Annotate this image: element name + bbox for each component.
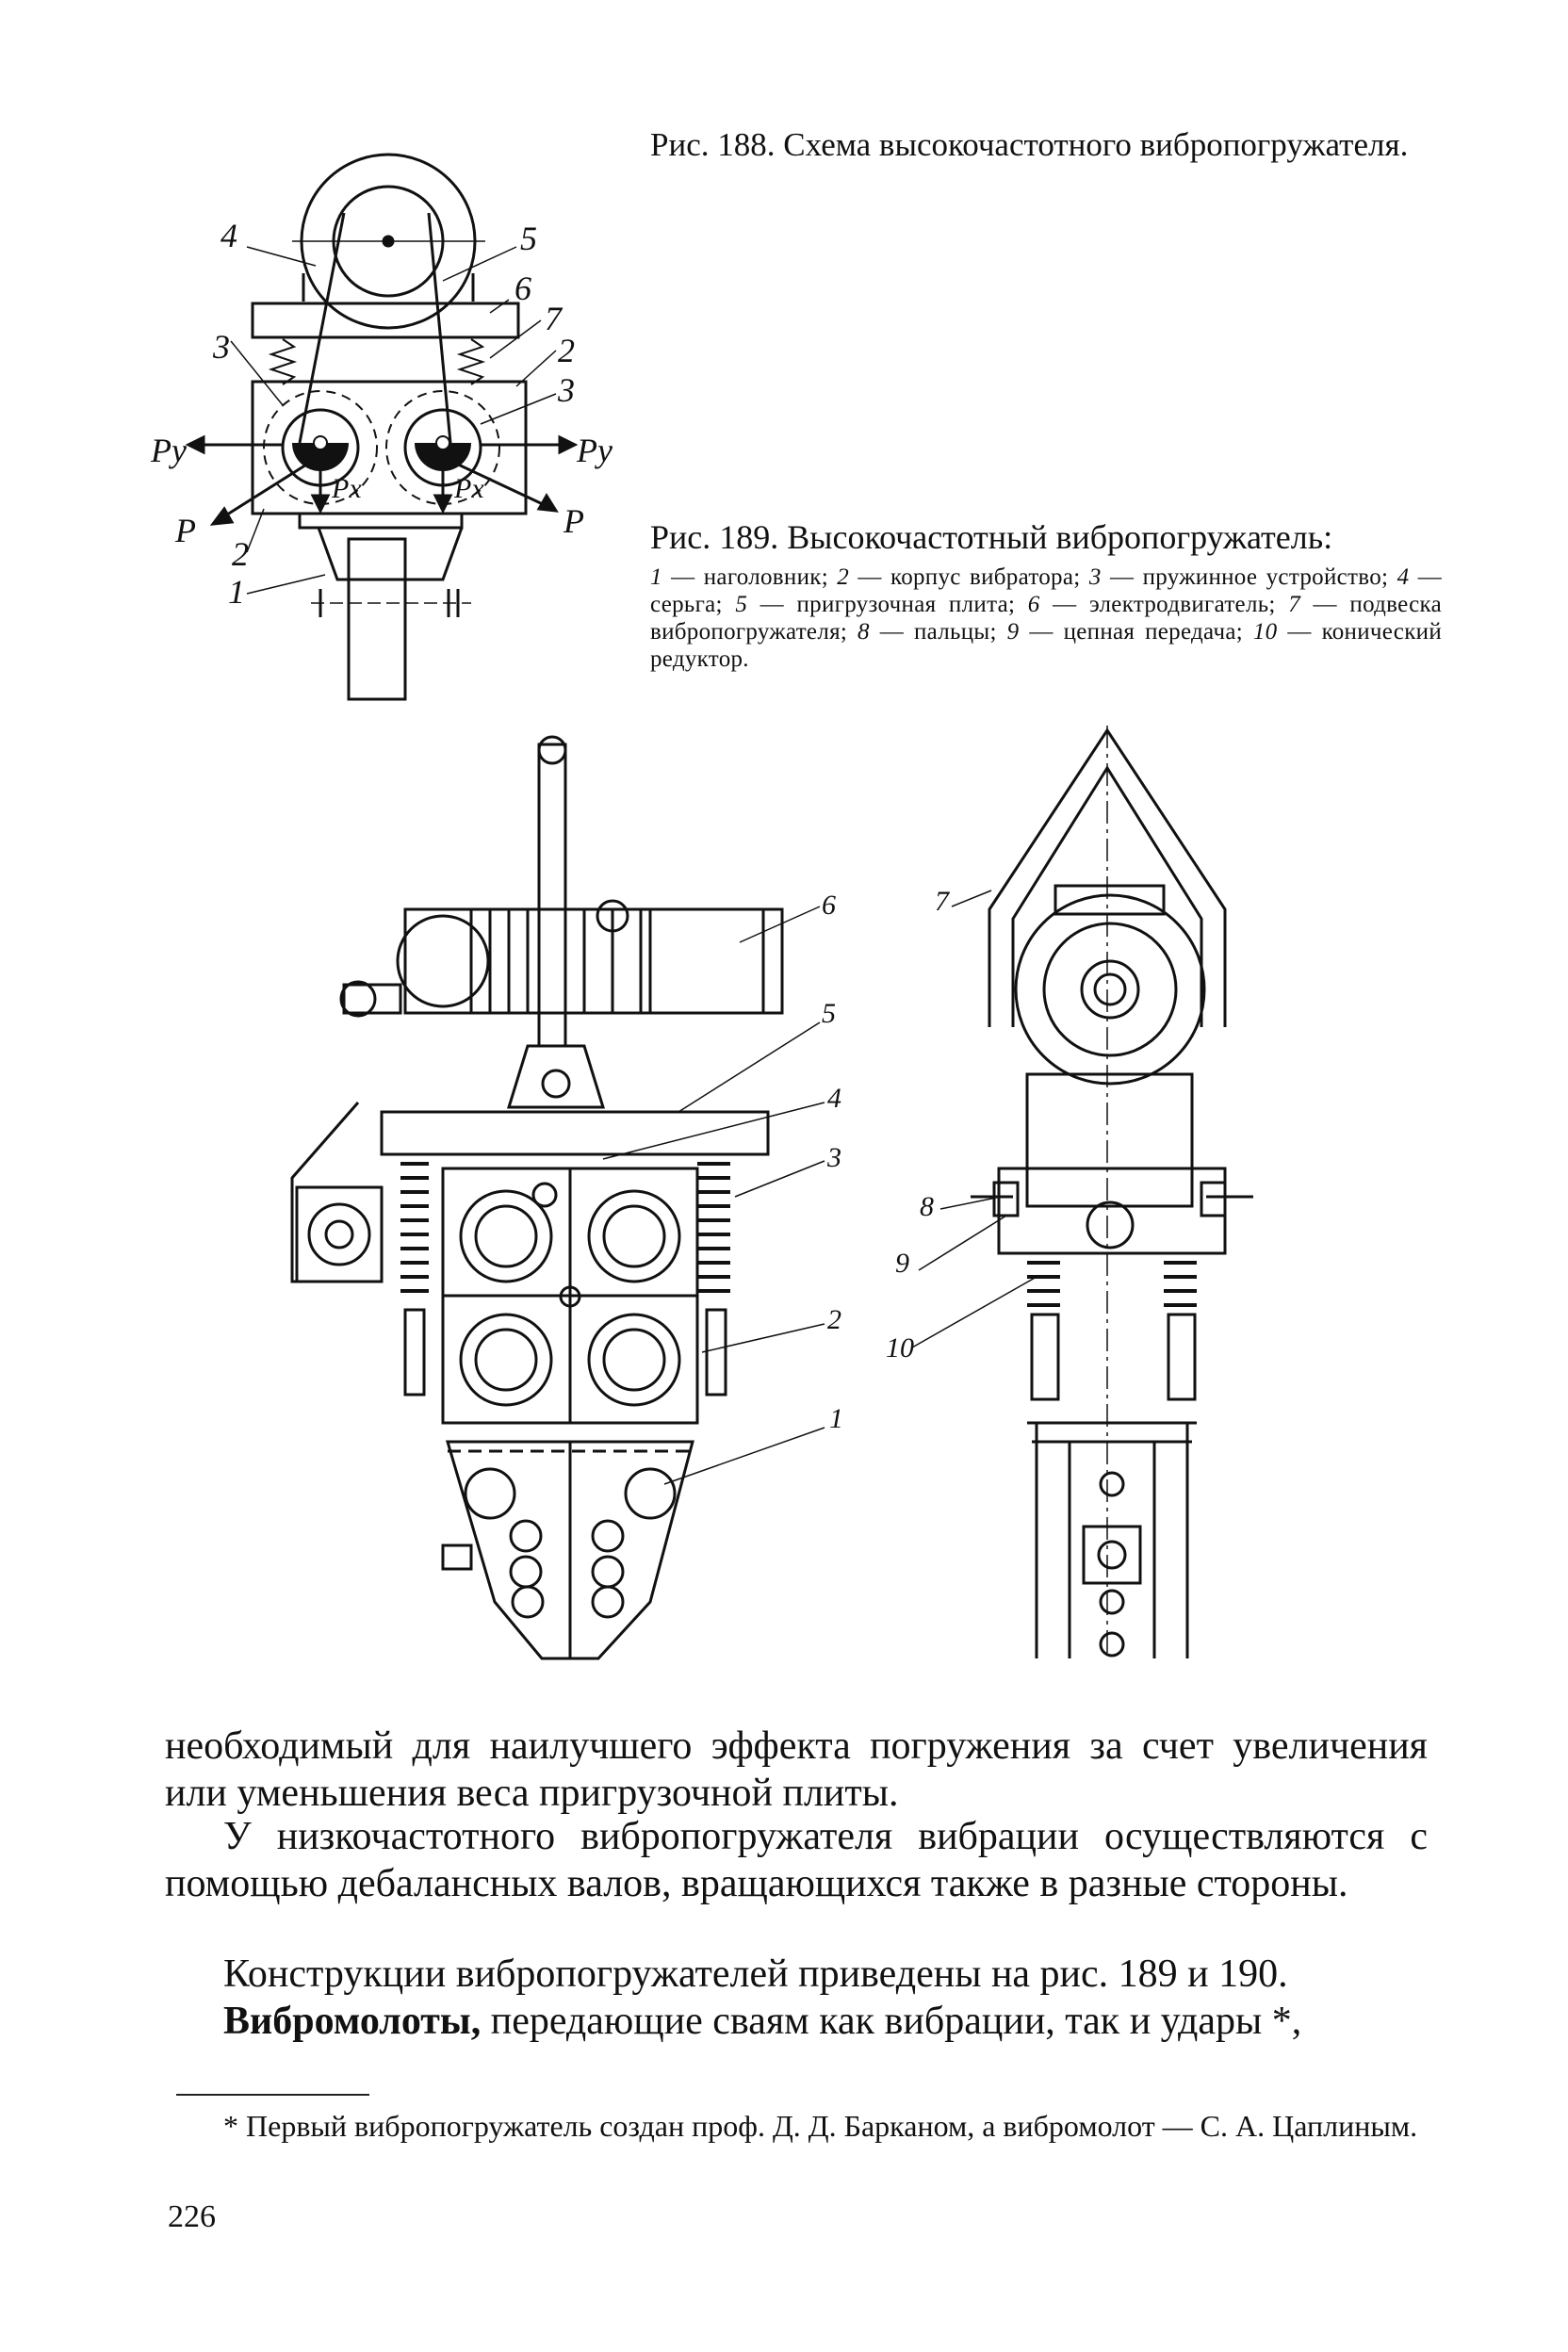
legend-text: — пригрузочная плита; bbox=[747, 592, 1028, 617]
figure-189-caption-head: Рис. 189. Высокочастотный вибропогружате… bbox=[650, 518, 1333, 556]
fig189-right-label: 10 bbox=[886, 1332, 914, 1364]
paragraph: Конструкции вибропогружателей приведены … bbox=[223, 1952, 1288, 1996]
page-number: 226 bbox=[168, 2199, 216, 2234]
fig189-left-label: 5 bbox=[822, 998, 836, 1029]
fig189-right-label: 9 bbox=[895, 1248, 909, 1279]
force-px-right: Px bbox=[453, 473, 484, 504]
force-py-right: Py bbox=[576, 432, 612, 469]
fig188-label: 3 bbox=[212, 328, 230, 366]
fig188-label: 3 bbox=[557, 371, 575, 409]
legend-number: 8 bbox=[858, 619, 870, 645]
figure-189-legend: 1 — наголовник; 2 — корпус вибратора; 3 … bbox=[650, 564, 1442, 673]
legend-number: 4 bbox=[1396, 564, 1410, 590]
fig188-label: 7 bbox=[545, 300, 564, 337]
footnote-rule bbox=[176, 2094, 369, 2096]
figure-189-caption: Рис. 189. Высокочастотный вибропогружате… bbox=[650, 516, 1442, 673]
figure-189-drawing: 6 5 4 3 2 1 7 8 9 10 bbox=[290, 726, 1253, 1660]
fig189-left-label: 3 bbox=[826, 1142, 841, 1173]
fig189-left-label: 2 bbox=[827, 1304, 841, 1335]
legend-number: 10 bbox=[1252, 619, 1278, 645]
force-p-left: P bbox=[174, 512, 196, 549]
fig188-label: 2 bbox=[232, 535, 249, 573]
legend-text: — подвеска вибропогружателя; bbox=[650, 592, 1443, 645]
legend-text: — цепная передача; bbox=[1019, 619, 1253, 645]
term-vibromolot: Вибромолоты, bbox=[223, 2000, 482, 2043]
legend-text: — электродвигатель; bbox=[1039, 592, 1289, 617]
paragraph: У низкочастотного вибропогружателя вибра… bbox=[165, 1815, 1428, 1905]
legend-number: 2 bbox=[837, 564, 850, 590]
paragraph-rest: передающие сваям как вибрации, так и уда… bbox=[481, 2000, 1302, 2043]
legend-number: 9 bbox=[1006, 619, 1020, 645]
legend-number: 7 bbox=[1288, 592, 1301, 617]
legend-text: — наголовник; bbox=[662, 564, 838, 590]
paragraph: Вибромолоты, передающие сваям как вибрац… bbox=[165, 1998, 1428, 2045]
fig189-right-label: 8 bbox=[920, 1191, 934, 1222]
figure-188-caption: Рис. 188. Схема высокочастотного вибропо… bbox=[650, 126, 1409, 163]
force-py-left: Py bbox=[150, 432, 187, 469]
paragraph: необходимый для наилучшего эффекта погру… bbox=[165, 1724, 1428, 1815]
fig188-label: 5 bbox=[520, 220, 537, 257]
legend-text: — серьга; bbox=[650, 564, 1442, 617]
legend-text: — пружинное устройство; bbox=[1101, 564, 1397, 590]
force-px-left: Px bbox=[331, 473, 362, 504]
fig189-left-label: 6 bbox=[822, 890, 836, 921]
fig188-label: 1 bbox=[228, 573, 245, 611]
fig188-label: 6 bbox=[514, 270, 531, 307]
legend-number: 3 bbox=[1088, 564, 1102, 590]
legend-text: — корпус вибратора; bbox=[849, 564, 1089, 590]
force-p-right: P bbox=[563, 502, 584, 540]
legend-number: 1 bbox=[650, 564, 662, 590]
fig189-left-label: 4 bbox=[827, 1083, 841, 1114]
fig188-label: 4 bbox=[220, 217, 237, 254]
fig188-label: 2 bbox=[558, 332, 575, 369]
legend-text: — конический редуктор. bbox=[650, 619, 1443, 672]
legend-text: — пальцы; bbox=[869, 619, 1007, 645]
fig189-left-label: 1 bbox=[829, 1403, 843, 1434]
legend-number: 6 bbox=[1027, 592, 1040, 617]
figure-188-schematic: 4 5 6 7 2 3 3 2 1 Py Py Px Px P P bbox=[150, 153, 612, 701]
fig189-right-label: 7 bbox=[935, 886, 951, 917]
footnote: * Первый вибропогружатель создан проф. Д… bbox=[223, 2109, 1418, 2143]
legend-number: 5 bbox=[735, 592, 748, 617]
